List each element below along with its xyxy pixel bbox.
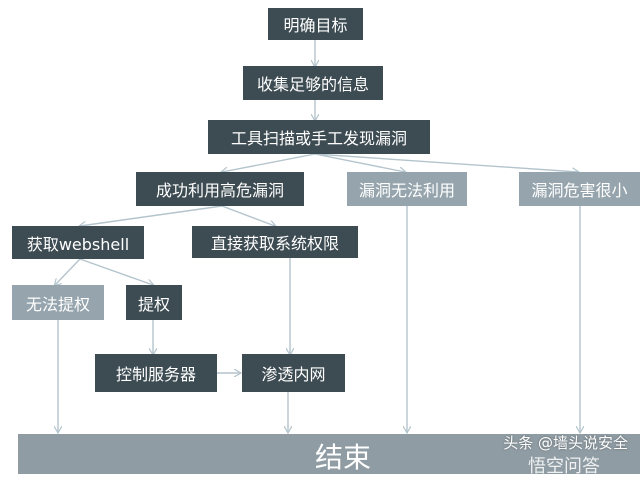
edge-scan-exploit (222, 153, 316, 172)
edge-exploit-webshell (80, 205, 223, 226)
node-no-privesc: 无法提权 (12, 285, 104, 320)
node-collect: 收集足够的信息 (243, 66, 383, 100)
flow-edges (0, 40, 640, 466)
edge-exploit-direct (221, 205, 275, 226)
node-exploit-high: 成功利用高危漏洞 (136, 172, 304, 206)
edge-scan-lowrisk (314, 153, 578, 172)
node-goal: 明确目标 (268, 8, 363, 40)
watermark: 头条 @墙头说安全 (503, 434, 628, 452)
node-webshell: 获取webshell (12, 226, 144, 259)
end-label: 结束 (314, 441, 371, 474)
edge-webshell-noprivesc (55, 258, 81, 285)
node-cannot-exploit: 漏洞无法利用 (347, 172, 467, 206)
node-direct-priv: 直接获取系统权限 (192, 226, 358, 258)
watermark-sub: 悟空问答 (528, 456, 600, 477)
edge-scan-cannot (314, 153, 405, 172)
node-pivot: 渗透内网 (242, 354, 345, 392)
edge-webshell-privesc (79, 258, 153, 285)
node-control-server: 控制服务器 (95, 354, 217, 392)
node-low-risk: 漏洞危害很小 (519, 172, 640, 206)
node-privesc: 提权 (126, 285, 182, 320)
node-scan: 工具扫描或手工发现漏洞 (208, 120, 430, 154)
